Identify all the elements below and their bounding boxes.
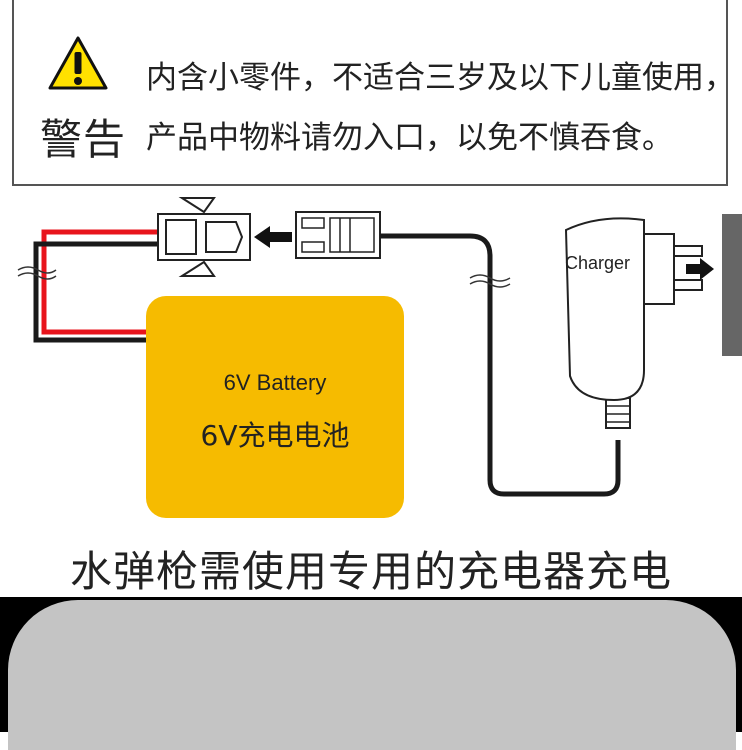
charger-label: Charger: [565, 253, 631, 273]
wiring-diagram: [17, 197, 742, 497]
battery-connector-icon: [157, 197, 251, 277]
charging-diagram: 6V Battery 6V充电电池 Charger: [0, 190, 742, 596]
red-wire: [41, 229, 170, 335]
bottom-panel: [8, 600, 736, 750]
battery-black-wire: [33, 241, 170, 343]
caption: 水弹枪需使用专用的充电器充电: [69, 547, 672, 596]
connect-arrow-icon: [254, 226, 292, 248]
wire-break-mark-left: [17, 266, 57, 280]
battery-label-en: 6V Battery: [223, 370, 327, 395]
charger-plug-icon: [295, 211, 381, 259]
warning-icon: [48, 36, 108, 90]
battery-pack: 6V Battery 6V充电电池: [146, 296, 404, 518]
warning-box: 警告 内含小零件，不适合三岁及以下儿童使用， 产品中物料请勿入口，以免不慎吞食。: [12, 0, 735, 186]
charger-adapter-icon: [564, 217, 703, 429]
warning-text-line-2: 产品中物料请勿入口，以免不慎吞食。: [146, 120, 673, 156]
plug-in-arrow-icon: [686, 258, 714, 280]
warning-label: 警告: [40, 115, 127, 164]
battery-label-cn: 6V充电电池: [200, 419, 350, 452]
wire-break-mark-right: [469, 274, 511, 288]
warning-text-line-1: 内含小零件，不适合三岁及以下儿童使用，: [146, 60, 735, 96]
charger-cable: [380, 233, 621, 497]
wall-socket: [722, 214, 742, 356]
